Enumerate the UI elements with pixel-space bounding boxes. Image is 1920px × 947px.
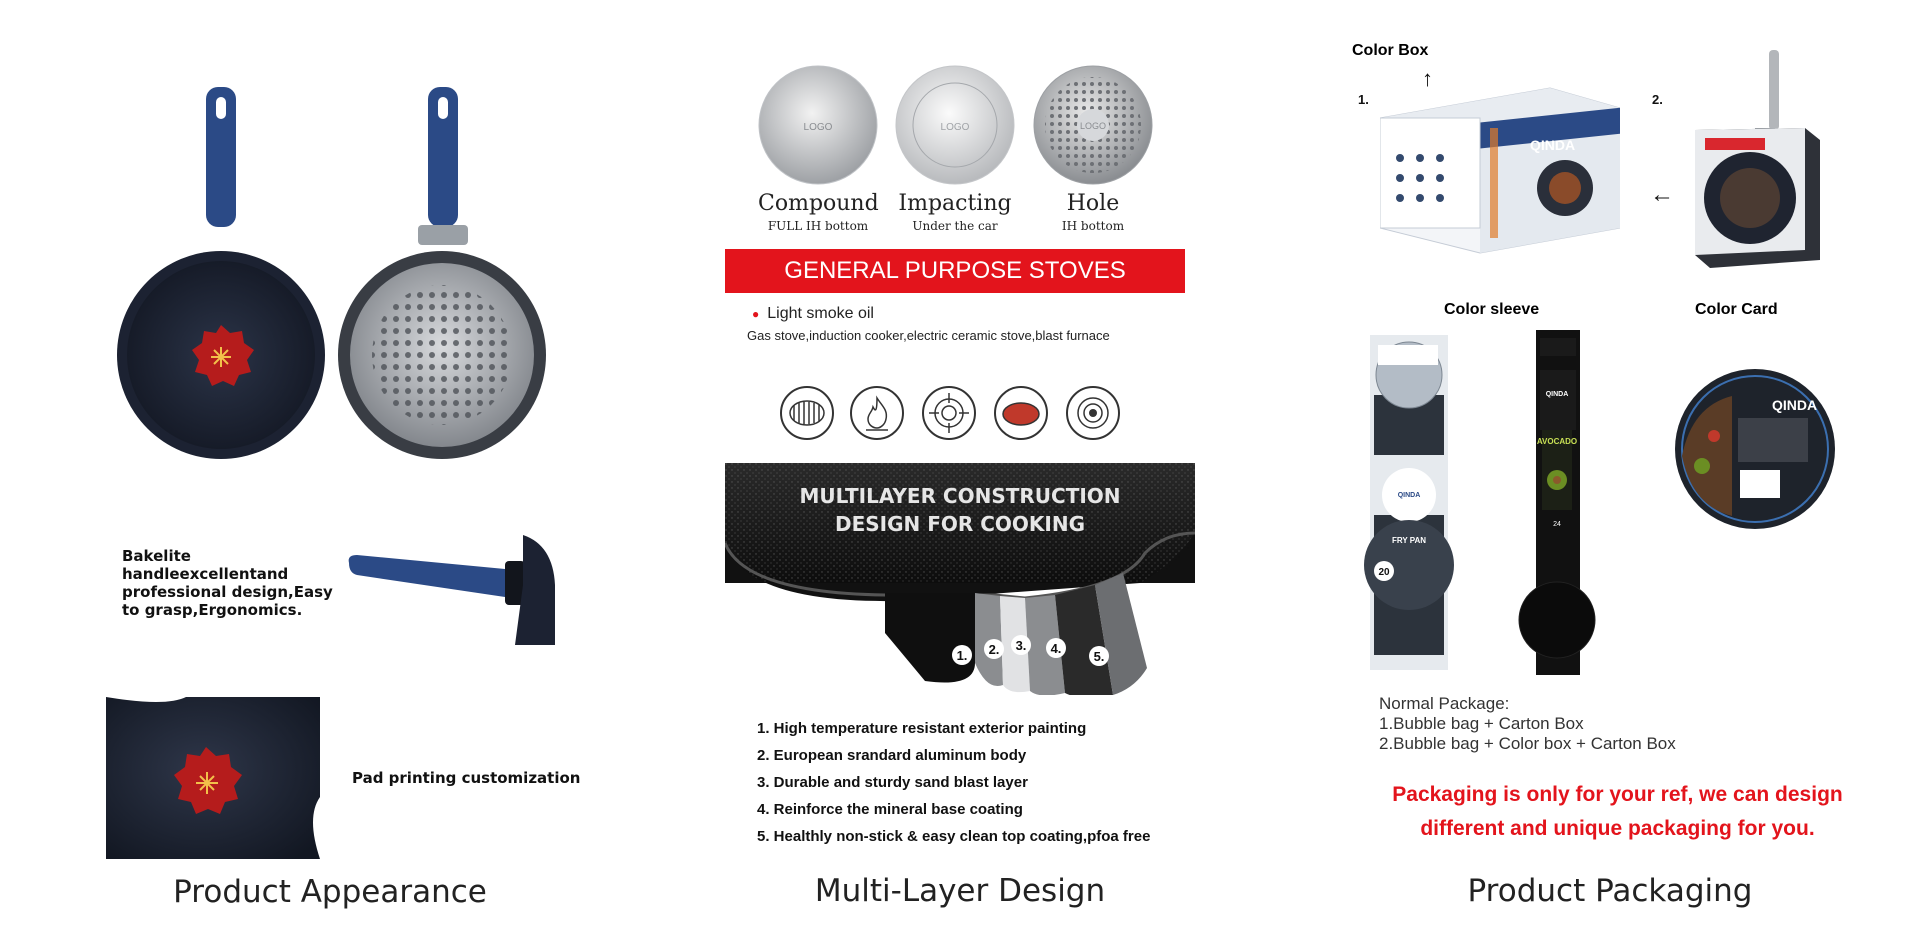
pan-bottom-view-image bbox=[338, 87, 546, 459]
product-appearance-panel: Bakelite handleexcellentand professional… bbox=[0, 0, 600, 947]
impacting-bottom-image: LOGO bbox=[895, 65, 1015, 185]
multilayer-design-caption: Multi-Layer Design bbox=[814, 873, 1106, 909]
window-box-image bbox=[1695, 50, 1820, 268]
arrow-left-icon: ← bbox=[1650, 181, 1674, 208]
pad-printing-closeup-image bbox=[106, 697, 320, 859]
sleeve-brand-2: QINDA bbox=[1546, 391, 1569, 398]
construction-title-1: MULTILAYER CONSTRUCTION bbox=[799, 484, 1120, 508]
package-number-1: 1. bbox=[1358, 92, 1369, 107]
impacting-label: Impacting bbox=[898, 191, 1012, 216]
color-card-heading: Color Card bbox=[1695, 301, 1778, 318]
color-box-image: QINDA bbox=[1380, 87, 1620, 254]
light-smoke-oil-text: Light smoke oil bbox=[767, 305, 874, 322]
layer-number-5: 5. bbox=[1094, 649, 1105, 664]
packaging-note-line-2: different and unique packaging for you. bbox=[1420, 817, 1815, 840]
color-sleeve-black-image: QINDA AVOCADO 24 bbox=[1518, 330, 1596, 675]
sleeve-brand-1: QINDA bbox=[1398, 492, 1421, 499]
card-brand: QINDA bbox=[1772, 397, 1817, 413]
layer-number-2: 2. bbox=[989, 642, 1000, 657]
pan-top-view-image bbox=[117, 87, 325, 459]
package-number-2: 2. bbox=[1652, 92, 1663, 107]
layer-number-4: 4. bbox=[1051, 641, 1062, 656]
flame-icon bbox=[850, 386, 904, 440]
compound-logo-text: LOGO bbox=[804, 122, 833, 133]
pad-printing-description: Pad printing customization bbox=[352, 769, 581, 787]
general-purpose-stoves-banner: GENERAL PURPOSE STOVES bbox=[725, 249, 1185, 293]
product-appearance-caption: Product Appearance bbox=[173, 874, 487, 910]
product-packaging-panel: Color Box ↑ 1. 2. QINDA ← Color sleeve C… bbox=[1340, 0, 1920, 947]
color-box-heading: Color Box bbox=[1352, 42, 1429, 59]
packaging-note-line-1: Packaging is only for your ref, we can d… bbox=[1392, 783, 1843, 806]
hole-bottom-image: LOGO bbox=[1033, 65, 1153, 185]
compound-label: Compound bbox=[758, 191, 879, 216]
sleeve-fry-pan-label: FRY PAN bbox=[1392, 536, 1426, 545]
color-box-brand: QINDA bbox=[1530, 137, 1575, 153]
construction-title-2: DESIGN FOR COOKING bbox=[835, 512, 1085, 536]
hole-sublabel: IH bottom bbox=[1061, 219, 1125, 233]
handle-description: Bakelite handleexcellentand professional… bbox=[122, 547, 333, 619]
induction-coil-icon bbox=[780, 386, 834, 440]
multilayer-construction-image: MULTILAYER CONSTRUCTION DESIGN FOR COOKI… bbox=[725, 463, 1195, 695]
compound-sublabel: FULL IH bottom bbox=[767, 219, 869, 233]
arrow-up-icon: ↑ bbox=[1422, 66, 1433, 91]
red-bullet-icon: ● bbox=[752, 307, 760, 321]
sleeve-avocado-label: AVOCADO bbox=[1537, 437, 1577, 446]
multilayer-design-panel: LOGO LOGO LOGO Compound Impacting Hole F… bbox=[700, 0, 1220, 947]
normal-package-option-2: 2.Bubble bag + Color box + Carton Box bbox=[1379, 734, 1676, 753]
sleeve-size-20: 20 bbox=[1378, 567, 1390, 578]
layer-item: 2. European srandard aluminum body bbox=[757, 747, 1027, 764]
layer-item: 1. High temperature resistant exterior p… bbox=[757, 720, 1087, 737]
layer-item: 4. Reinforce the mineral base coating bbox=[757, 801, 1023, 818]
stove-types-text: Gas stove,induction cooker,electric cera… bbox=[747, 328, 1110, 343]
hole-label: Hole bbox=[1066, 191, 1120, 216]
light-smoke-oil-line: ● Light smoke oil bbox=[752, 305, 874, 323]
ceramic-plate-icon bbox=[994, 386, 1048, 440]
compound-bottom-image: LOGO bbox=[758, 65, 878, 185]
color-sleeve-heading: Color sleeve bbox=[1444, 301, 1540, 318]
handle-closeup-image bbox=[348, 535, 555, 645]
gas-burner-icon bbox=[922, 386, 976, 440]
layer-number-3: 3. bbox=[1016, 638, 1027, 653]
layer-item: 3. Durable and sturdy sand blast layer bbox=[757, 774, 1028, 791]
layer-number-1: 1. bbox=[957, 648, 968, 663]
product-packaging-caption: Product Packaging bbox=[1467, 873, 1753, 909]
layer-list: 1. High temperature resistant exterior p… bbox=[757, 715, 1197, 850]
color-sleeve-grey-image: 20 FRY PAN QINDA bbox=[1364, 335, 1454, 670]
hole-logo-text: LOGO bbox=[1080, 121, 1106, 131]
color-card-image: QINDA bbox=[1675, 369, 1835, 529]
halogen-icon bbox=[1066, 386, 1120, 440]
normal-package-option-1: 1.Bubble bag + Carton Box bbox=[1379, 714, 1584, 733]
layer-item: 5. Healthly non-stick & easy clean top c… bbox=[757, 828, 1151, 845]
impacting-logo-text: LOGO bbox=[941, 122, 970, 133]
sleeve-size-24: 24 bbox=[1553, 521, 1561, 528]
normal-package-title: Normal Package: bbox=[1379, 694, 1510, 713]
impacting-sublabel: Under the car bbox=[912, 219, 998, 233]
